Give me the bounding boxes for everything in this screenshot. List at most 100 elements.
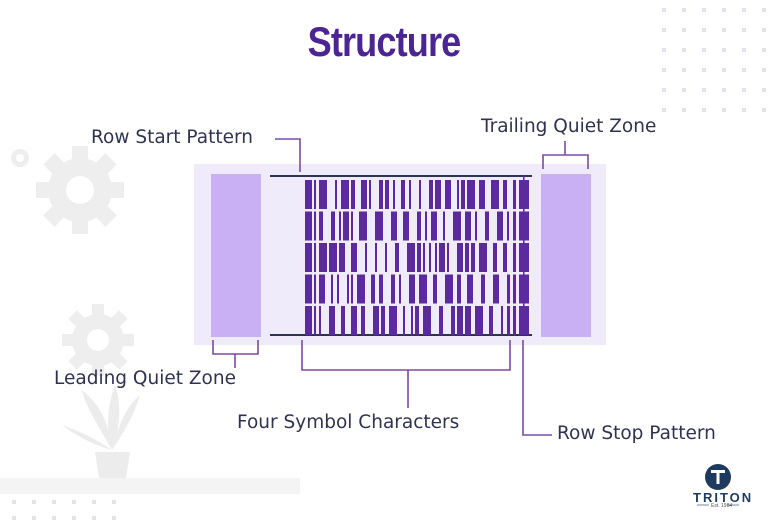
symbol-bar (337, 274, 339, 304)
decorative-dot (92, 516, 96, 520)
symbol-bar (331, 211, 335, 241)
symbol-bar (329, 243, 337, 272)
symbol-bar (375, 243, 377, 272)
row-stop-bar (513, 306, 516, 335)
row-stop-bar (513, 211, 516, 241)
symbol-bar (475, 306, 483, 335)
decorative-dot (662, 88, 666, 92)
symbol-bar (385, 180, 389, 209)
decorative-dot (722, 68, 726, 72)
symbol-bar (369, 180, 371, 209)
decorative-dot (12, 516, 16, 520)
gear-icon (11, 149, 29, 167)
symbol-bar (409, 180, 411, 209)
symbol-bar (319, 306, 321, 335)
decorative-dot (702, 8, 706, 12)
symbol-bar (331, 274, 333, 304)
symbol-bar (381, 306, 385, 335)
decorative-dot (702, 28, 706, 32)
symbol-bar (471, 243, 475, 272)
symbol-bar (429, 243, 431, 272)
symbol-bar (343, 211, 349, 241)
top-guard-line (270, 175, 532, 177)
symbol-bar (457, 180, 459, 209)
symbol-bar (341, 306, 345, 335)
row-start-bar (314, 180, 316, 209)
symbol-background (194, 164, 606, 345)
symbol-bar (379, 274, 383, 304)
symbol-bar (399, 274, 401, 304)
symbol-bar (467, 180, 475, 209)
leading-quiet-zone-bracket (212, 340, 259, 368)
symbol-bar (417, 211, 421, 241)
symbol-bar (465, 306, 471, 335)
symbol-bar (419, 274, 427, 304)
symbol-bar (457, 306, 463, 335)
symbol-bar (501, 306, 503, 335)
decorative-dot (702, 88, 706, 92)
symbol-bar (435, 180, 441, 209)
symbol-bar (481, 274, 485, 304)
decorative-dot (762, 28, 766, 32)
symbol-bar (503, 243, 507, 272)
decorative-dot (12, 500, 16, 504)
symbol-bar (335, 180, 337, 209)
symbol-bar (447, 243, 449, 272)
symbol-bar (395, 243, 399, 272)
decorative-dot (762, 88, 766, 92)
symbol-bar (319, 180, 327, 209)
symbol-bar (489, 306, 493, 335)
decorative-dot (682, 108, 686, 112)
plant-icon (62, 385, 140, 478)
triton-logo (697, 464, 739, 506)
symbol-bar (479, 243, 487, 272)
symbol-bar (407, 243, 415, 272)
symbol-bar (431, 211, 437, 241)
symbol-bar (351, 243, 357, 272)
symbol-bar (403, 306, 405, 335)
symbol-bar (497, 211, 503, 241)
symbol-bar (357, 274, 365, 304)
symbol-bar (507, 211, 509, 241)
label-leading-quiet-zone: Leading Quiet Zone (54, 368, 236, 389)
symbol-bar (391, 274, 395, 304)
row-stop-bar (513, 274, 516, 304)
symbol-bar (361, 306, 365, 335)
symbol-bar (435, 243, 437, 272)
gear-icon (62, 304, 134, 376)
symbol-bar (479, 180, 485, 209)
symbol-bar (445, 180, 451, 209)
symbol-bar (347, 274, 349, 304)
symbol-bar (319, 243, 327, 272)
symbol-bar (385, 243, 387, 272)
symbol-bar (453, 211, 461, 241)
symbol-bar (419, 180, 421, 209)
symbol-bar (491, 180, 499, 209)
symbol-bar (389, 306, 397, 335)
row-start-bar (305, 306, 312, 335)
decorative-dot (722, 28, 726, 32)
decorative-dot (742, 28, 746, 32)
row-start-bar (305, 211, 312, 241)
decorative-dot (662, 48, 666, 52)
decorative-dot-grid-bottom-left (12, 500, 116, 520)
symbol-bar (361, 180, 367, 209)
decorative-dot (722, 48, 726, 52)
symbol-bar (465, 211, 471, 241)
symbol-characters-bracket (301, 340, 511, 408)
label-row-start-pattern: Row Start Pattern (91, 127, 253, 148)
symbol-bar (403, 211, 409, 241)
logo-established: Est. 1984 (711, 503, 733, 509)
symbol-bar (475, 211, 477, 241)
decorative-dot (72, 516, 76, 520)
symbol-bar (351, 211, 353, 241)
symbol-bar (467, 274, 473, 304)
decorative-dot (32, 500, 36, 504)
symbol-bar (485, 211, 489, 241)
symbol-bar (433, 274, 437, 304)
decorative-dot (112, 516, 116, 520)
symbol-bar (451, 306, 455, 335)
symbol-bar (373, 306, 379, 335)
decorative-dot (52, 516, 56, 520)
